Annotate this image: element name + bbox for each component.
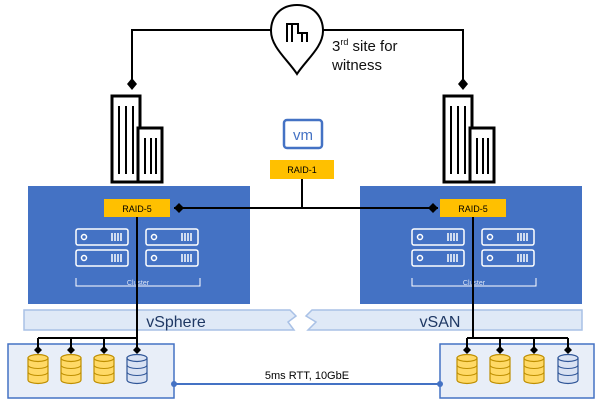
band-label-vsan: vSAN xyxy=(420,314,461,331)
raid-1-label: RAID-1 xyxy=(287,165,317,175)
raid-5-badge-left: RAID-5 xyxy=(104,199,170,217)
disk-icon xyxy=(93,353,115,385)
disk-icon xyxy=(489,353,511,385)
vm-icon: vm xyxy=(282,118,324,150)
building-icon-left xyxy=(110,94,164,184)
map-pin-icon xyxy=(269,3,325,76)
witness-links xyxy=(127,29,468,90)
building-icon-right xyxy=(442,94,496,184)
disk-icon xyxy=(456,353,478,385)
witness-label-line2: witness xyxy=(332,57,383,74)
witness-label-prefix: 3 xyxy=(332,38,341,55)
witness-site-label: 3rd site for witness xyxy=(332,33,398,75)
witness-label-sup: rd xyxy=(340,37,349,47)
disk-icon xyxy=(523,353,545,385)
raid-1-badge: RAID-1 xyxy=(270,160,334,179)
raid-5-badge-right: RAID-5 xyxy=(440,199,506,217)
band-right xyxy=(304,309,583,331)
band-left xyxy=(23,309,298,331)
vm-label: vm xyxy=(293,127,313,144)
band-label-vsphere: vSphere xyxy=(146,314,206,331)
disk-icon xyxy=(557,353,579,385)
witness-label-line1: site for xyxy=(348,38,398,55)
raid-5-label-left: RAID-5 xyxy=(122,204,152,214)
disk-icons xyxy=(27,353,579,385)
cluster-label-left: Cluster xyxy=(127,280,150,287)
cluster-label-right: Cluster xyxy=(463,280,486,287)
disk-icon xyxy=(126,353,148,385)
raid-5-label-right: RAID-5 xyxy=(458,204,488,214)
link-label: 5ms RTT, 10GbE xyxy=(265,370,349,382)
disk-icon xyxy=(27,353,49,385)
disk-icon xyxy=(60,353,82,385)
